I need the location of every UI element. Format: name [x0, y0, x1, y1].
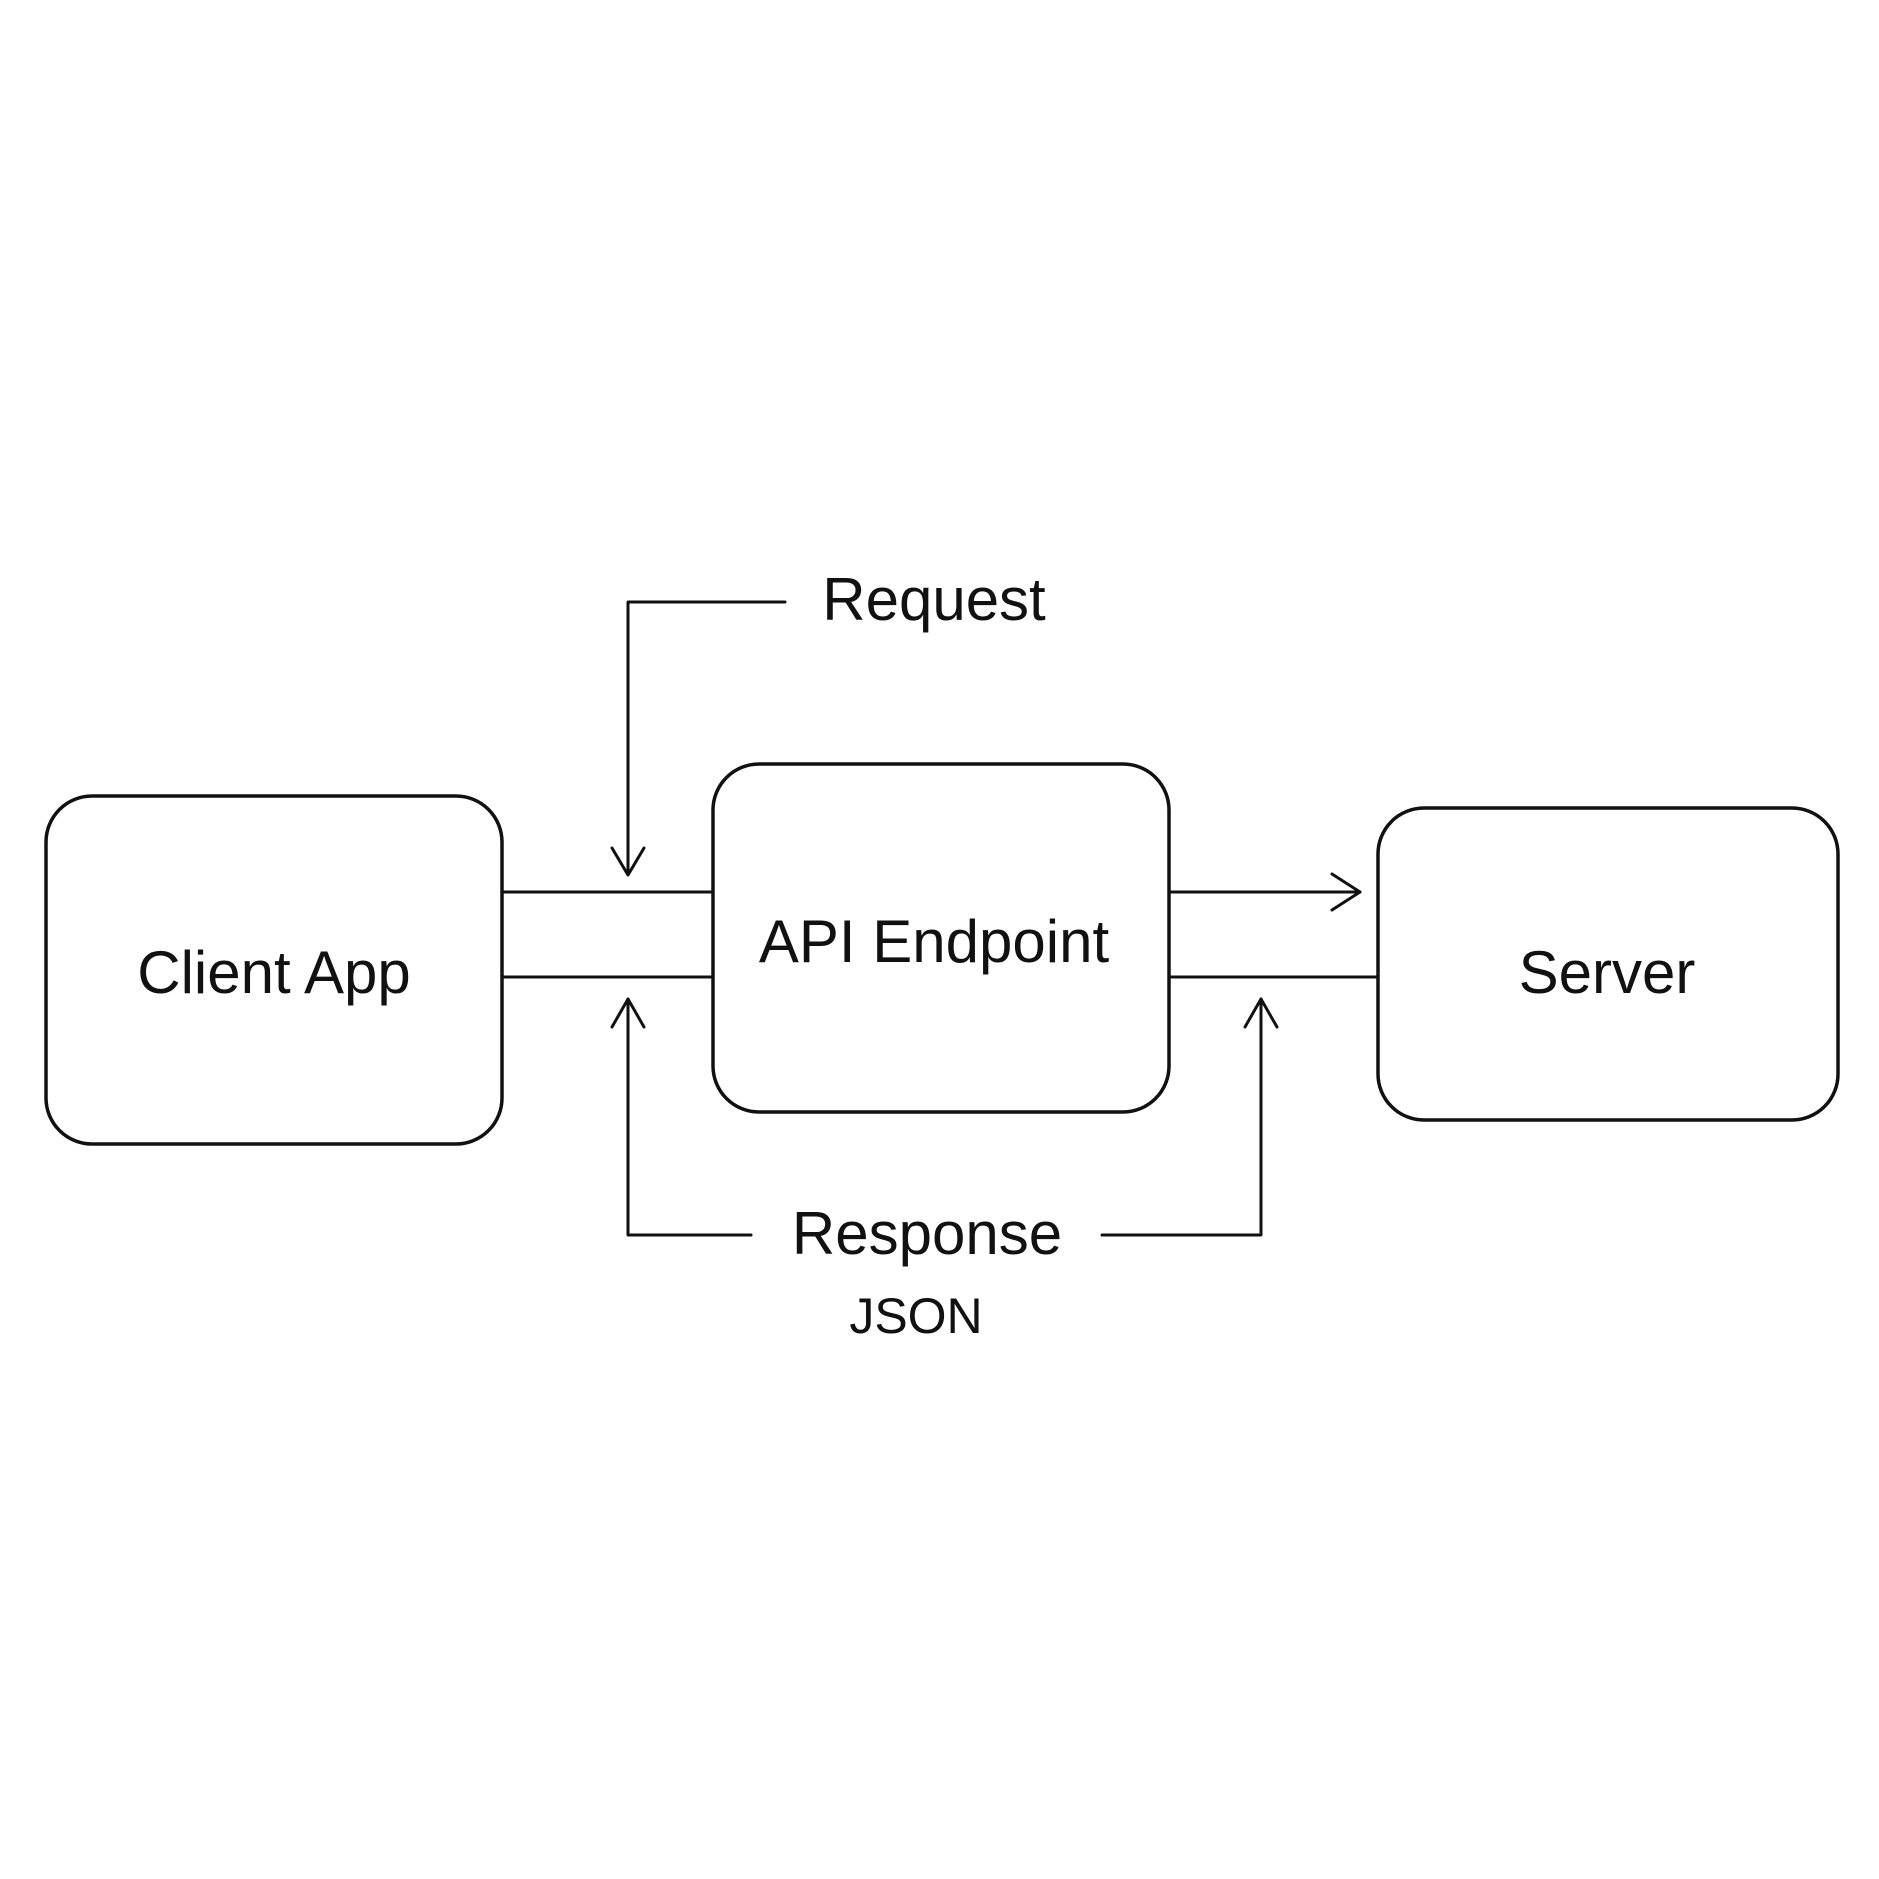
response-edge: Response JSON: [610, 997, 1279, 1344]
client-app-label: Client App: [137, 939, 411, 1006]
server-node: Server: [1376, 806, 1840, 1122]
response-right-arrowhead: [1243, 997, 1279, 1029]
client-app-node: Client App: [44, 794, 504, 1146]
response-label: Response: [792, 1200, 1062, 1267]
request-edge: Request: [610, 566, 1046, 877]
api-server-connector: [1169, 872, 1378, 979]
client-app-box: [44, 794, 504, 1146]
response-right-path: [1100, 997, 1263, 1237]
response-left-arrowhead: [610, 997, 646, 1029]
client-api-connector: [502, 890, 713, 979]
api-server-arrowhead: [1330, 872, 1362, 912]
api-endpoint-node: API Endpoint: [711, 762, 1171, 1114]
api-endpoint-box: [711, 762, 1171, 1114]
server-label: Server: [1519, 939, 1696, 1006]
server-box: [1376, 806, 1840, 1122]
request-arrowhead: [610, 846, 646, 877]
response-left-path: [626, 997, 753, 1237]
response-format-label: JSON: [849, 1288, 982, 1344]
api-endpoint-label: API Endpoint: [759, 908, 1110, 975]
request-label: Request: [822, 566, 1046, 633]
request-path: [626, 600, 787, 876]
